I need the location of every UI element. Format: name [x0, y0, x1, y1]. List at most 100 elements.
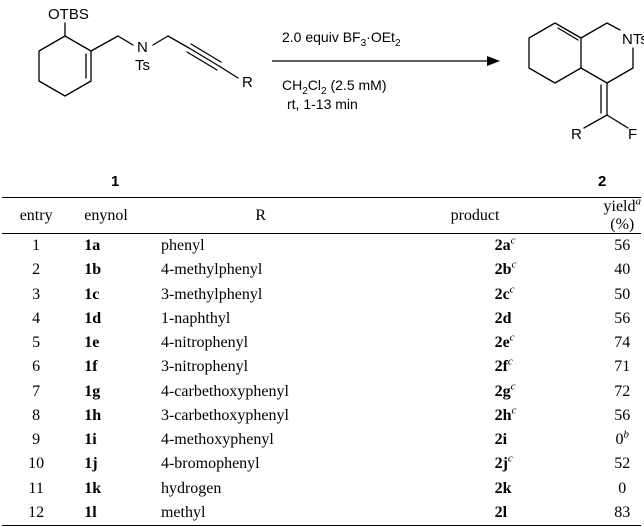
cell-r-group: 1-naphthyl — [160, 309, 231, 327]
cell-enynol: 1b — [84, 261, 102, 279]
cell-enynol: 1k — [84, 479, 102, 497]
product-footnote: c — [510, 234, 516, 247]
header-r: R — [255, 207, 267, 224]
cell-enynol: 1e — [84, 334, 100, 352]
product-footnote: c — [511, 404, 517, 417]
product-footnote: c — [511, 259, 517, 272]
cell-product: 2bc — [451, 258, 604, 282]
cell-entry: 10 — [28, 455, 45, 473]
cell-yield: 56 — [604, 404, 642, 428]
cell-product: 2gc — [451, 380, 604, 404]
reaction-scheme: OTBS N Ts R 1 2.0 equiv BF3·OEt2 CH2Cl2 … — [38, 6, 644, 190]
yield-value: 56 — [614, 309, 631, 327]
header-entry: entry — [19, 207, 53, 224]
cell-enynol: 1g — [84, 382, 101, 400]
product-footnote: c — [507, 453, 513, 466]
r-label: R — [242, 74, 253, 91]
product-structure — [528, 22, 634, 129]
cell-entry: 11 — [28, 479, 44, 497]
cell-entry: 9 — [32, 431, 41, 449]
cell-product: 2i — [451, 428, 604, 452]
cell-entry: 12 — [28, 503, 45, 521]
yield-value: 71 — [614, 358, 631, 376]
cell-yield: 52 — [604, 452, 642, 476]
yield-value: 52 — [614, 455, 631, 473]
yield-value: 40 — [614, 261, 631, 279]
cell-entry: 8 — [32, 406, 41, 424]
yield-value: 0 — [615, 431, 624, 449]
temperature-time-condition: rt, 1-13 min — [287, 96, 358, 112]
reaction-arrow — [272, 56, 500, 66]
yield-value: 56 — [614, 237, 631, 255]
cell-yield: 74 — [604, 331, 642, 355]
header-product: product — [450, 207, 500, 224]
cell-r-group: 3-carbethoxyphenyl — [160, 406, 289, 424]
yield-value: 83 — [614, 503, 631, 521]
cell-enynol: 1c — [84, 285, 100, 303]
cell-product: 2ec — [451, 331, 604, 355]
cell-product: 2l — [451, 501, 604, 525]
product-code: 2d — [494, 309, 512, 327]
solvent-condition: CH2Cl2 (2.5 mM) — [282, 77, 386, 97]
cell-r-group: methyl — [160, 503, 206, 521]
header-yield: yielda (%) — [603, 195, 642, 233]
yield-value: 50 — [614, 285, 631, 303]
cell-yield: 56 — [604, 307, 642, 331]
product-code: 2f — [494, 358, 508, 376]
product-code: 2j — [494, 455, 508, 473]
cell-enynol: 1l — [84, 503, 97, 521]
product-f-label: F — [628, 126, 637, 143]
product-code: 2c — [494, 285, 510, 303]
product-footnote: c — [510, 380, 516, 393]
ts-label: Ts — [135, 57, 150, 74]
table-row: 12 1l methyl 2l 83 — [2, 501, 641, 525]
cell-r-group: 4-carbethoxyphenyl — [160, 382, 289, 400]
cell-enynol: 1d — [84, 309, 102, 327]
table-top-rule — [2, 197, 641, 198]
header-enynol: enynol — [84, 207, 128, 224]
cell-yield: 0 — [604, 477, 642, 501]
reactant-number: 1 — [111, 173, 119, 190]
cell-enynol: 1a — [84, 237, 101, 255]
product-code: 2l — [494, 503, 508, 521]
cell-entry: 6 — [32, 358, 41, 376]
cell-entry: 5 — [32, 334, 41, 352]
cell-yield: 83 — [604, 501, 642, 525]
cell-yield: 0b — [604, 428, 642, 452]
cell-entry: 3 — [32, 285, 41, 303]
table-bottom-rule — [2, 525, 641, 526]
product-code: 2h — [494, 406, 512, 424]
product-r-label: R — [571, 126, 582, 143]
cell-yield: 71 — [604, 355, 642, 379]
nts-label: NTs — [622, 31, 644, 48]
cell-product: 2hc — [451, 404, 604, 428]
product-code: 2i — [494, 431, 508, 449]
product-code: 2k — [494, 479, 512, 497]
cell-yield: 50 — [604, 283, 642, 307]
yield-value: 56 — [614, 406, 631, 424]
table-header-row: entry enynol R product yielda (%) — [2, 195, 642, 234]
n-label: N — [137, 39, 148, 56]
yield-footnote: b — [623, 428, 630, 441]
cell-product: 2ac — [451, 234, 604, 258]
product-code: 2a — [494, 237, 511, 255]
cell-enynol: 1j — [84, 455, 98, 473]
cell-entry: 2 — [32, 261, 41, 279]
cell-product: 2k — [451, 477, 604, 501]
cell-entry: 1 — [32, 237, 41, 255]
cell-product: 2fc — [451, 355, 604, 379]
cell-r-group: 4-methoxyphenyl — [160, 431, 274, 449]
cell-r-group: 3-methylphenyl — [160, 285, 263, 303]
cell-product: 2jc — [451, 452, 604, 476]
cell-r-group: 4-nitrophenyl — [160, 334, 249, 352]
